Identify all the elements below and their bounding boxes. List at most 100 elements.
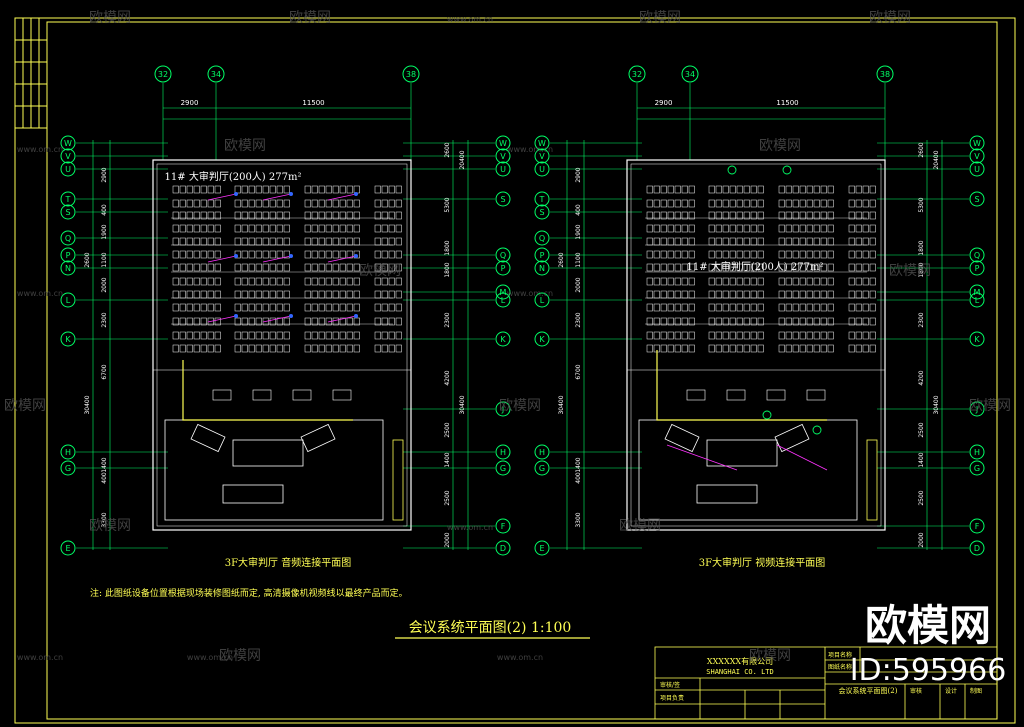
audience-seat	[785, 344, 792, 353]
row-axis-label: U	[974, 165, 980, 174]
audience-seat	[200, 250, 207, 259]
audience-seat	[869, 224, 876, 233]
row-axis-label: K	[539, 335, 545, 344]
audience-seat	[813, 331, 820, 340]
audience-seat	[276, 199, 283, 208]
audience-seat	[827, 250, 834, 259]
audience-seat	[855, 211, 862, 220]
title-block-check-label: 审核	[910, 687, 922, 695]
audience-seat	[283, 277, 290, 286]
audience-seat	[186, 237, 193, 246]
audience-seat	[179, 331, 186, 340]
row-axis-label: U	[65, 165, 71, 174]
audience-seat	[715, 211, 722, 220]
camera-point	[727, 165, 737, 175]
audience-seat	[234, 263, 241, 272]
audience-seat	[653, 277, 660, 286]
watermark-brand: 欧模网	[759, 138, 801, 154]
monitor	[766, 389, 786, 401]
audience-seat	[806, 185, 813, 194]
audience-seat	[688, 277, 695, 286]
audience-seat	[750, 317, 757, 326]
row-axis-label: D	[500, 544, 506, 553]
row-axis-bubble	[534, 191, 550, 207]
audience-seat	[729, 263, 736, 272]
audience-seat	[255, 303, 262, 312]
audience-seat	[820, 237, 827, 246]
audience-seat	[653, 199, 660, 208]
audience-seat	[674, 277, 681, 286]
audience-seat	[325, 224, 332, 233]
audience-seat	[681, 199, 688, 208]
row-axis-bubble	[495, 161, 511, 177]
row-axis-bubble	[969, 247, 985, 263]
audience-seat	[785, 303, 792, 312]
audience-seat	[688, 303, 695, 312]
audience-seat	[353, 277, 360, 286]
row-axis-bubble	[495, 247, 511, 263]
audience-seat	[862, 317, 869, 326]
audience-seat	[722, 237, 729, 246]
row-dimension: 2600	[918, 142, 925, 157]
audience-seat	[241, 185, 248, 194]
audience-seat	[269, 344, 276, 353]
audience-seat	[346, 224, 353, 233]
watermark-brand: 欧模网	[289, 10, 331, 26]
audience-seat	[346, 237, 353, 246]
audience-seat	[339, 290, 346, 299]
audience-seat	[674, 344, 681, 353]
row-axis-bubble	[60, 161, 76, 177]
audience-seat	[388, 263, 395, 272]
audience-seat	[241, 199, 248, 208]
row-axis-bubble	[969, 161, 985, 177]
column-axis-bubble	[681, 65, 699, 83]
microphone-point	[354, 314, 358, 318]
audience-seat	[813, 237, 820, 246]
audience-seat	[283, 237, 290, 246]
row-axis-label: F	[975, 522, 980, 531]
audience-seat	[200, 237, 207, 246]
audience-seat	[660, 303, 667, 312]
row-dimension: 5300	[918, 197, 925, 212]
microphone-cable	[327, 193, 357, 201]
logo-id-label: ID:595966	[850, 653, 1007, 688]
audience-seat	[255, 263, 262, 272]
audience-seat	[332, 317, 339, 326]
audience-seat	[241, 317, 248, 326]
audience-seat	[743, 250, 750, 259]
audience-seat	[388, 224, 395, 233]
audience-seat	[799, 237, 806, 246]
row-axis-label: V	[500, 152, 506, 161]
audience-seat	[214, 303, 221, 312]
row-axis-label: Q	[974, 251, 980, 260]
watermark-site: www.om.cn	[17, 653, 63, 662]
room-label: 11# 大审判厅(200人) 277m²	[165, 170, 302, 183]
audience-seat	[200, 290, 207, 299]
watermark-site: www.om.cn	[447, 523, 493, 532]
title-block-project-label: 项目名称	[828, 651, 852, 659]
audience-seat	[862, 211, 869, 220]
audience-seat	[179, 290, 186, 299]
audience-seat	[234, 211, 241, 220]
title-block-lead-label: 项目负责	[660, 694, 684, 702]
audience-seat	[646, 224, 653, 233]
audience-seat	[688, 224, 695, 233]
audience-seat	[388, 331, 395, 340]
audience-seat	[715, 224, 722, 233]
audience-seat	[339, 211, 346, 220]
audience-seat	[757, 250, 764, 259]
row-axis-bubble	[60, 292, 76, 308]
witness-desk	[222, 484, 284, 504]
microphone-cable	[327, 315, 357, 323]
audience-seat	[820, 344, 827, 353]
audience-seat	[248, 224, 255, 233]
row-dimension-total: 30400	[459, 395, 466, 414]
audience-seat	[395, 185, 402, 194]
audience-seat	[792, 237, 799, 246]
audience-seat	[820, 211, 827, 220]
row-axis-bubble	[60, 444, 76, 460]
title-block	[654, 646, 998, 720]
audience-seat	[214, 263, 221, 272]
audience-seat	[395, 263, 402, 272]
audience-seat	[646, 290, 653, 299]
